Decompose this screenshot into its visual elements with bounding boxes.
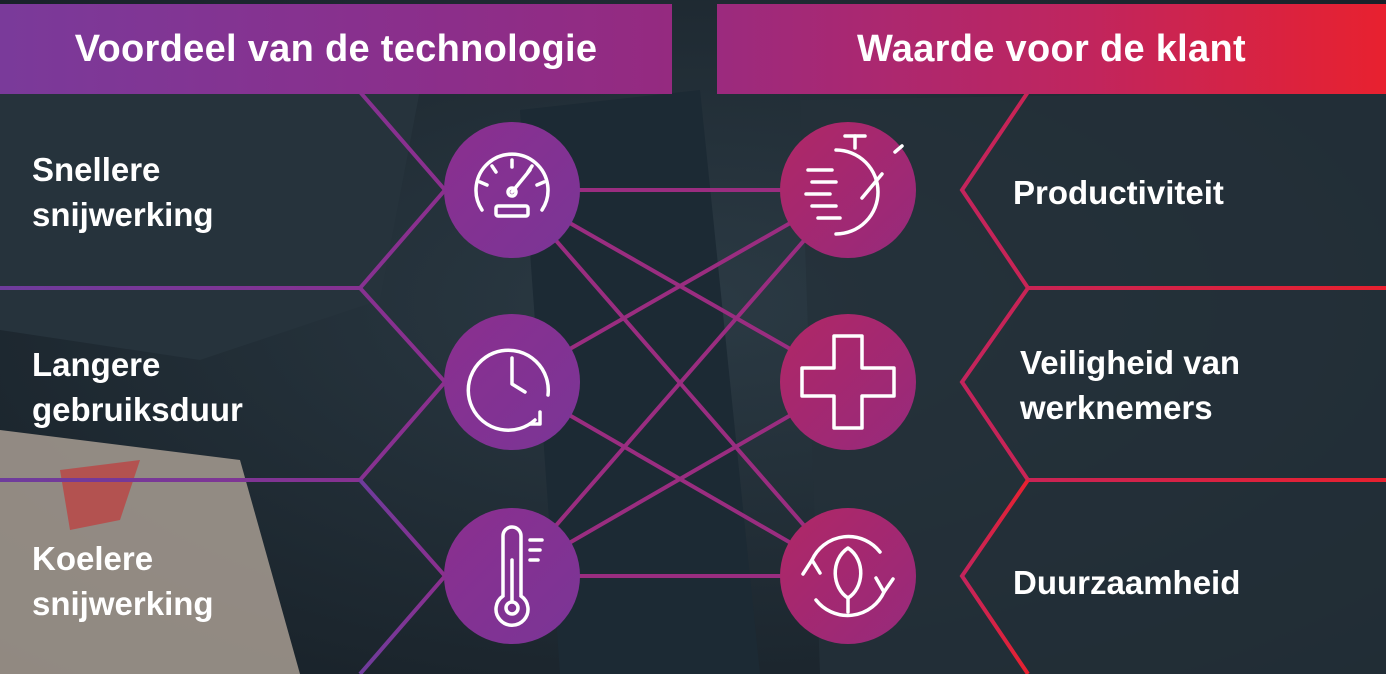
background-surface — [800, 90, 1386, 674]
value-label-line2: werknemers — [1020, 389, 1213, 426]
benefit-longer-life: Langere gebruiksduur — [32, 342, 243, 432]
benefit-label-line1: Snellere — [32, 151, 161, 188]
clock-cycle-icon — [444, 314, 580, 450]
recycle-leaf-icon — [780, 508, 916, 644]
header-customer-value: Waarde voor de klant — [717, 4, 1386, 94]
background-logo-mark — [60, 460, 140, 530]
background-fabric — [520, 90, 760, 674]
background-shape — [0, 20, 420, 360]
safety-cross-icon — [780, 314, 916, 450]
benefit-label-line2: snijwerking — [32, 585, 214, 622]
value-label-line1: Productiviteit — [1013, 174, 1224, 211]
thermometer-icon — [444, 508, 580, 644]
benefit-label-line1: Langere — [32, 346, 161, 383]
value-productivity: Productiviteit — [1013, 170, 1224, 215]
stopwatch-icon — [780, 122, 916, 258]
value-worker-safety: Veiligheid van werknemers — [1020, 340, 1240, 430]
speedometer-icon — [444, 122, 580, 258]
value-sustainability: Duurzaamheid — [1013, 560, 1240, 605]
header-technology-benefit: Voordeel van de technologie — [0, 4, 672, 94]
value-label-line1: Duurzaamheid — [1013, 564, 1241, 601]
value-label-line1: Veiligheid van — [1020, 344, 1241, 381]
benefit-faster-cutting: Snellere snijwerking — [32, 147, 214, 237]
benefit-label-line2: gebruiksduur — [32, 391, 243, 428]
benefit-cooler-cutting: Koelere snijwerking — [32, 536, 214, 626]
benefit-label-line2: snijwerking — [32, 196, 214, 233]
benefit-label-line1: Koelere — [32, 540, 154, 577]
